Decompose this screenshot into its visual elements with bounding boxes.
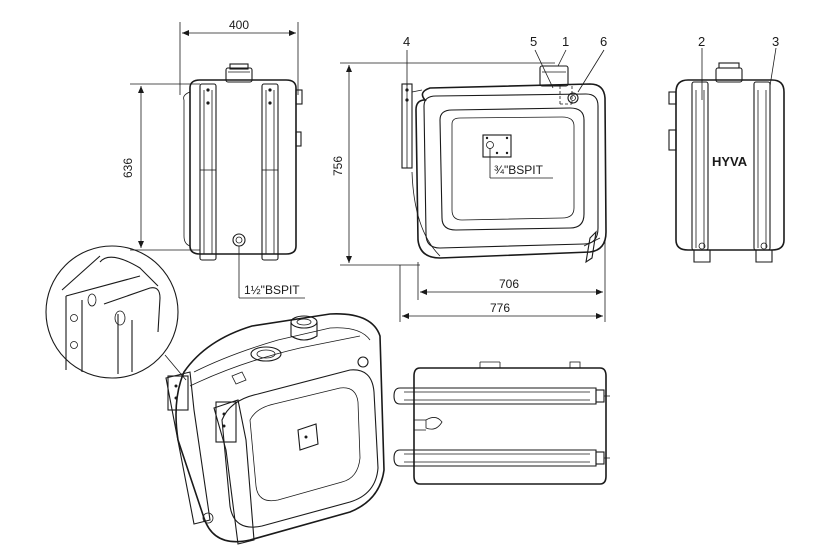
- front-view: [340, 49, 607, 322]
- port-label-bottom: 1½"BSPIT: [244, 283, 300, 297]
- side-view: [130, 22, 305, 299]
- dimension-width-inner: 706: [499, 277, 519, 291]
- rear-view: [668, 47, 785, 263]
- port-label-front: ¾"BSPIT: [494, 163, 544, 177]
- callout-2: 2: [698, 34, 705, 49]
- callout-3: 3: [772, 34, 779, 49]
- detail-view: [45, 245, 187, 381]
- callout-1: 1: [562, 34, 569, 49]
- dimension-width-outer: 776: [490, 301, 510, 315]
- dimension-height-side: 636: [121, 158, 135, 178]
- top-view: [393, 361, 610, 485]
- dimension-height-front: 756: [331, 156, 345, 176]
- isometric-view: [165, 313, 385, 545]
- brand-logo: HYVA: [712, 154, 748, 169]
- dimension-width-top: 400: [229, 18, 249, 32]
- callout-5: 5: [530, 34, 537, 49]
- callout-4: 4: [403, 34, 410, 49]
- callout-6: 6: [600, 34, 607, 49]
